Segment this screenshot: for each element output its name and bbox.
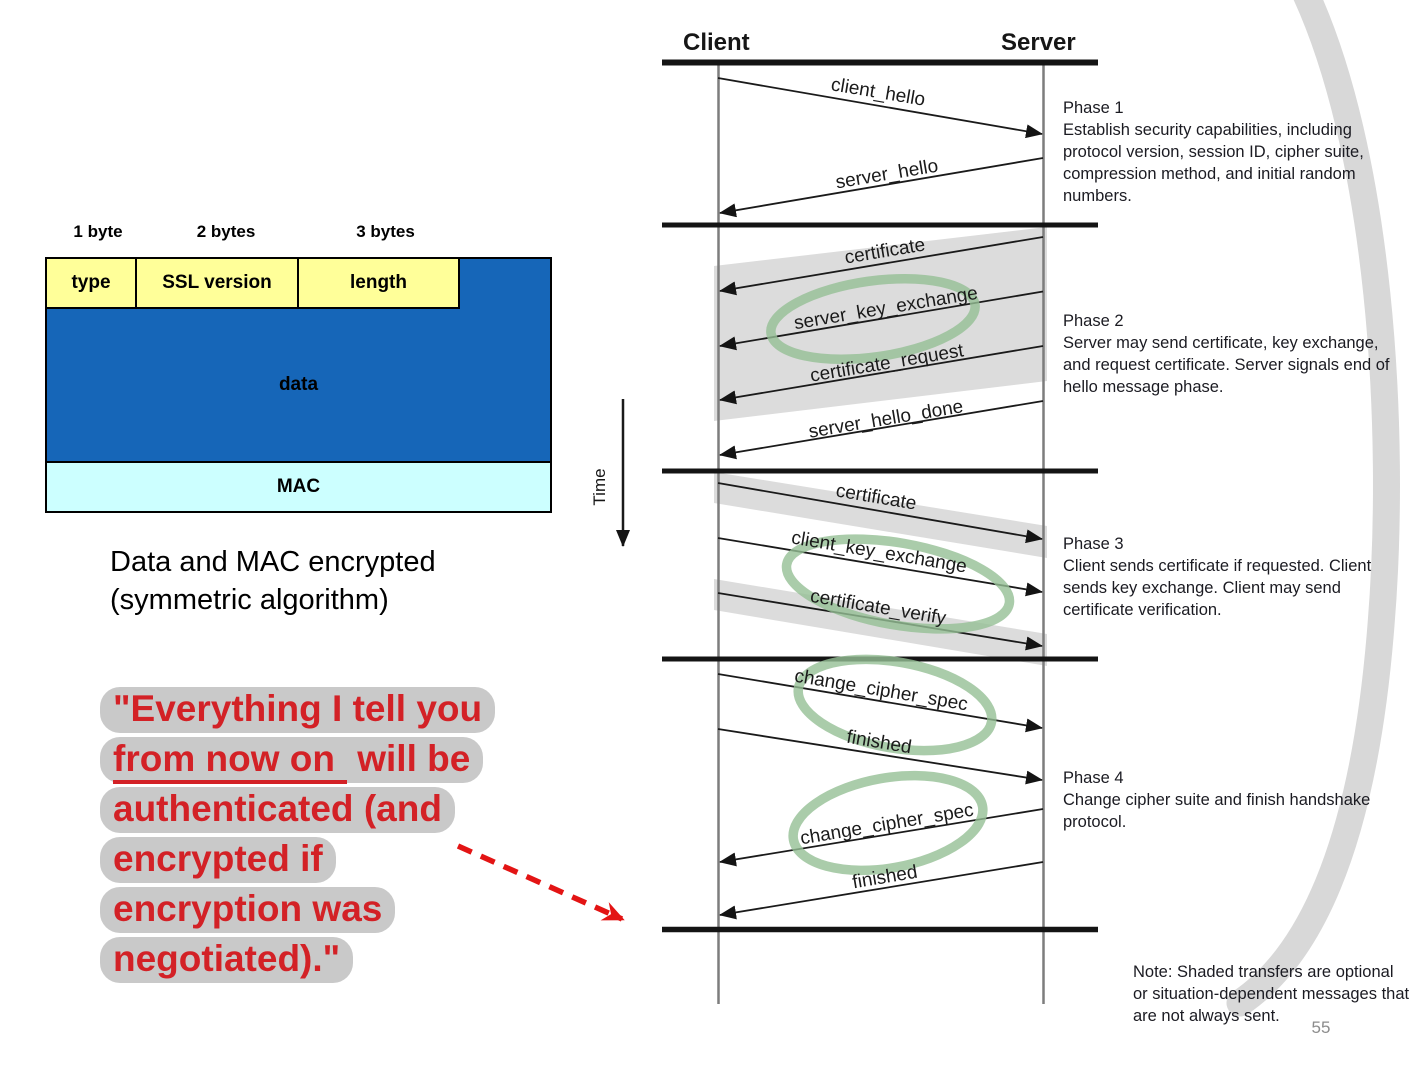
quote-line-5: encryption was: [100, 887, 396, 933]
arrow-server-hello-done: [719, 400, 1044, 460]
record-caption: Data and MAC encrypted (symmetric algori…: [110, 543, 436, 620]
quote-line-2-rest: will be: [346, 738, 471, 779]
quote-line-1: "Everything I tell you: [100, 687, 496, 733]
field-type: type: [47, 259, 137, 309]
arrow-client-hello: [717, 77, 1043, 139]
phase-3-description: Client sends certificate if requested. C…: [1063, 556, 1372, 619]
byte-label-2: 2 bytes: [196, 222, 256, 241]
arrow-certificate-request: [719, 345, 1044, 405]
phase-2-title: Phase 2: [1063, 312, 1124, 330]
circle-server-key-exchange: [766, 273, 980, 365]
green-circle-annotations: [766, 273, 1015, 876]
phase-2-text: Phase 2 Server may send certificate, key…: [1063, 311, 1397, 399]
byte-label-1: 1 byte: [73, 222, 123, 241]
phase-4-description: Change cipher suite and finish handshake…: [1063, 790, 1371, 831]
field-length: length: [299, 259, 460, 309]
field-mac: MAC: [47, 461, 550, 511]
phase-3-title: Phase 3: [1063, 535, 1124, 553]
phase-3-text: Phase 3 Client sends certificate if requ…: [1063, 534, 1397, 622]
circle-change-cipher-spec-1: [793, 654, 997, 756]
quote-block: "Everything I tell you from now on will …: [100, 687, 496, 983]
arrow-finished-s: [719, 861, 1044, 920]
background-swoosh-shape: [1226, 0, 1400, 1017]
ssl-record-diagram: type SSL version length data MAC: [45, 257, 552, 513]
arrow-certificate-s: [719, 236, 1044, 296]
quote-underlined-text: from now on: [113, 738, 347, 784]
arrow-certificate-c: [717, 482, 1043, 544]
arrow-client-key-exchange: [717, 537, 1043, 597]
red-dashed-arrow: [456, 843, 625, 922]
phase-1-description: Establish security capabilities, includi…: [1063, 120, 1364, 205]
phase-1-title: Phase 1: [1063, 99, 1124, 117]
field-data: data: [47, 309, 550, 461]
field-data-corner: [460, 259, 550, 309]
phase-4-title: Phase 4: [1063, 769, 1124, 787]
phase-1-text: Phase 1 Establish security capabilities,…: [1063, 98, 1397, 208]
field-ssl-version: SSL version: [137, 259, 299, 309]
arrow-server-hello: [719, 157, 1044, 218]
page-number: 55: [1311, 1018, 1331, 1037]
server-label: Server: [1001, 29, 1076, 56]
quote-line-2: from now on will be: [100, 737, 484, 784]
quote-line-6: negotiated).": [100, 937, 354, 983]
arrow-finished-c: [717, 728, 1043, 785]
caption-line1: Data and MAC encrypted: [110, 546, 436, 578]
arrow-change-cipher-spec-s: [719, 808, 1044, 867]
message-arrows: [717, 77, 1044, 920]
caption-line2: (symmetric algorithm): [110, 584, 389, 617]
byte-label-3: 3 bytes: [356, 222, 415, 241]
phase-4-text: Phase 4 Change cipher suite and finish h…: [1063, 768, 1397, 834]
shaded-transfers-note: Note: Shaded transfers are optional or s…: [1133, 963, 1410, 1025]
quote-line-4: encrypted if: [100, 837, 336, 883]
circle-change-cipher-spec-2: [788, 770, 988, 876]
lifelines: [717, 62, 1045, 1004]
phase-2-description: Server may send certificate, key exchang…: [1063, 333, 1390, 396]
circle-client-key-exchange: [781, 534, 1015, 634]
client-label: Client: [683, 29, 750, 56]
quote-line-3: authenticated (and: [100, 787, 455, 833]
time-axis-label: Time: [590, 468, 609, 506]
